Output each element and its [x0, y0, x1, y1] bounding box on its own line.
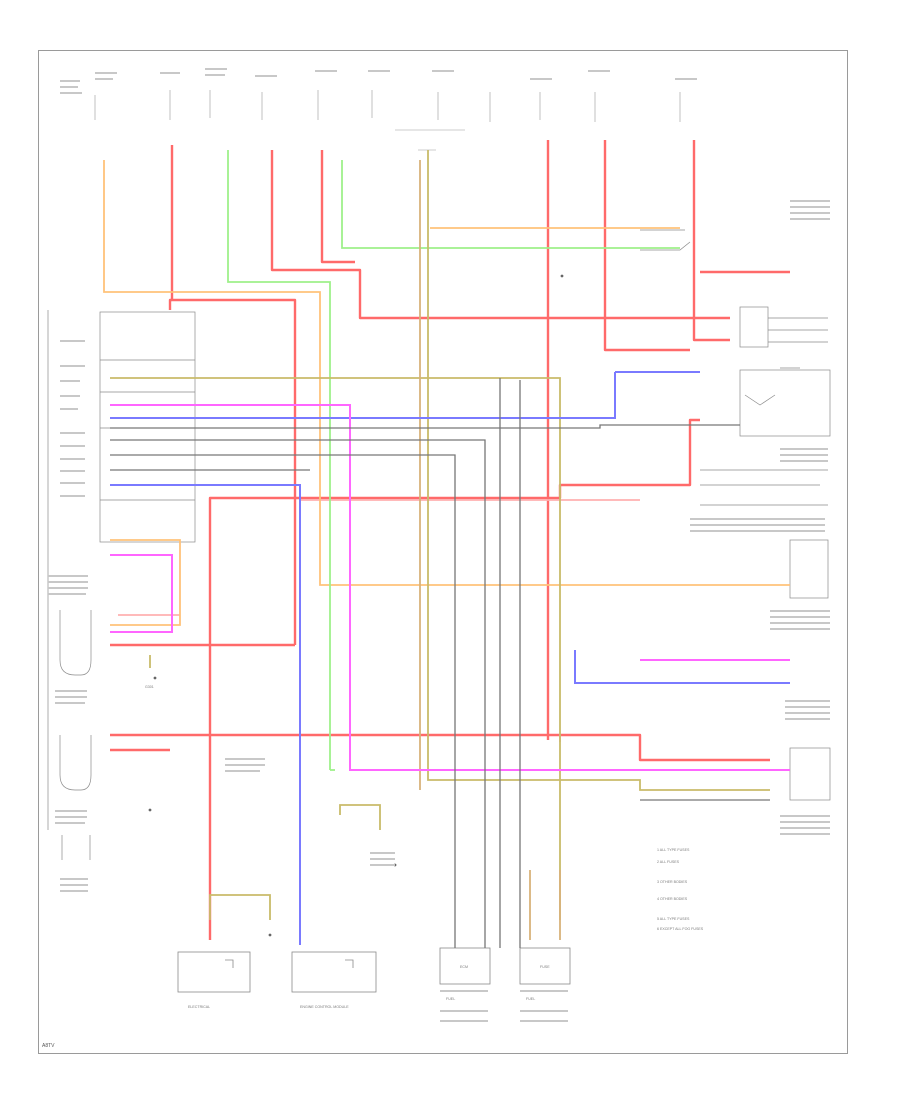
legend-item-3: 3 OTHER BODIES — [657, 880, 688, 884]
green-wires — [227, 150, 680, 771]
legend-item-1: 1 ALL TYPE FUSES — [657, 848, 690, 852]
bottom-box-label-3: FUEL — [446, 997, 455, 1001]
tan-wires — [419, 160, 561, 940]
fuse-box-label: FUSE — [540, 965, 550, 969]
bottom-components — [177, 947, 571, 993]
orange-wires — [103, 160, 790, 626]
top-fuse-headers — [94, 90, 681, 151]
illegible-label-marks — [48, 68, 830, 1022]
diagram-code-label: A8TV — [42, 1043, 55, 1049]
red-wires — [110, 140, 790, 940]
ecm-box-label: ECM — [460, 965, 468, 969]
legend-item-2: 2 ALL FUSES — [657, 860, 680, 864]
bottom-box-label-4: FUEL — [526, 997, 535, 1001]
left-components — [47, 310, 196, 860]
bottom-box-label-2: ENGINE CONTROL MODULE — [300, 1005, 349, 1009]
magenta-wires — [110, 404, 790, 771]
right-components — [640, 229, 831, 801]
legend-item-4: 4 OTHER BODIES — [657, 897, 688, 901]
legend-item-5: 5 ALL TYPE FUSES — [657, 917, 690, 921]
pink-wires — [118, 499, 640, 742]
olive-wires — [110, 150, 770, 920]
ground-label-g301: G301 — [145, 685, 154, 689]
legend-item-6: 6 EXCEPT ALL FOG FUSES — [657, 927, 704, 931]
blue-wires — [110, 371, 790, 945]
gray-wires — [110, 378, 770, 948]
bottom-box-label-1: ELECTRICAL — [188, 1005, 210, 1009]
